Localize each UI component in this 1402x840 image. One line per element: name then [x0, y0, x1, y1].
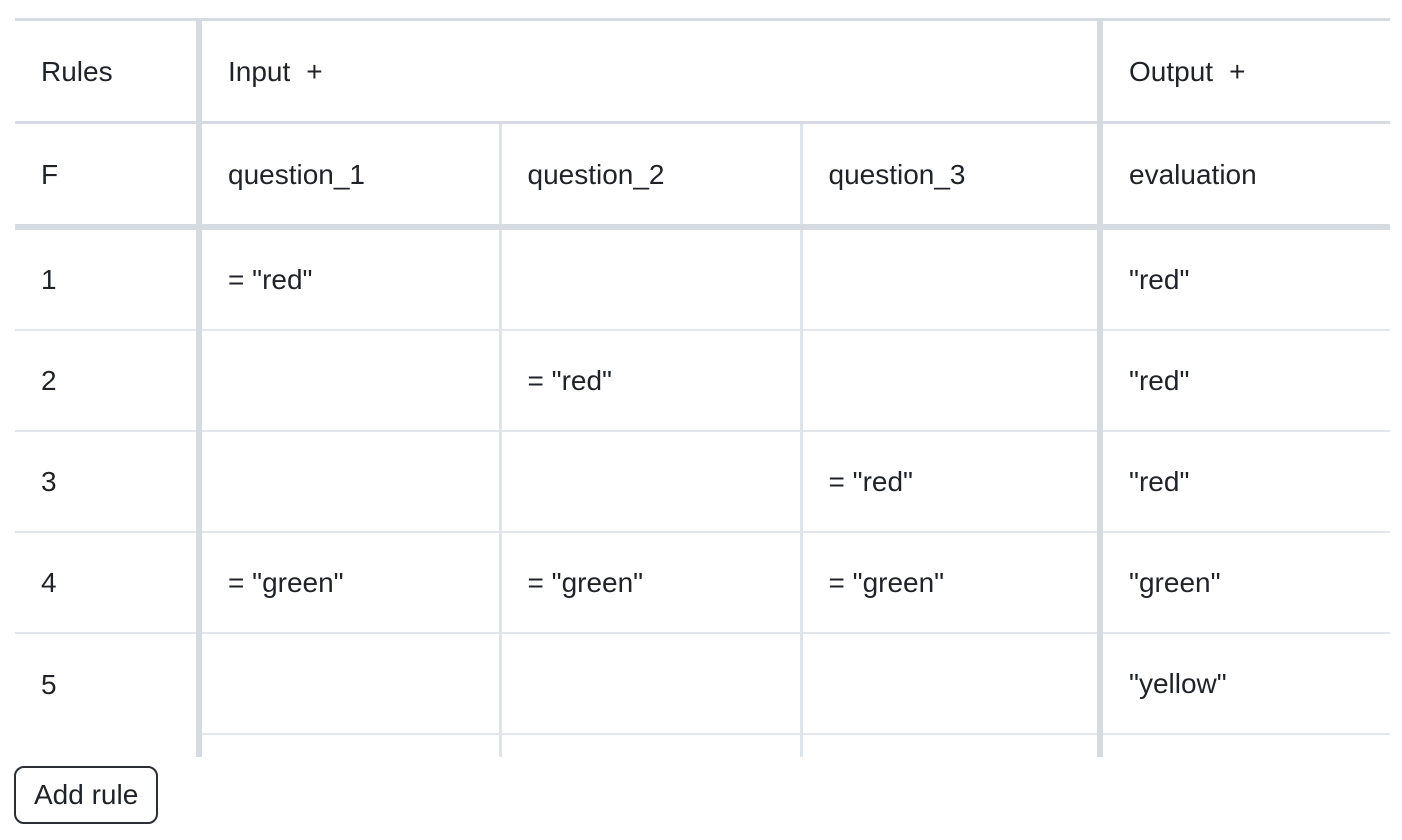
rule-cell-question-3[interactable] — [799, 227, 1101, 330]
rule-cell-question-3[interactable]: = "green" — [799, 531, 1101, 633]
rule-cell-question-3[interactable] — [799, 632, 1101, 734]
column-header-evaluation[interactable]: evaluation — [1097, 121, 1391, 230]
rules-header-label: Rules — [15, 18, 199, 123]
column-header-question-1[interactable]: question_1 — [196, 121, 500, 230]
column-header-question-2[interactable]: question_2 — [498, 121, 801, 230]
rule-cell-question-2[interactable] — [498, 632, 801, 734]
table-row: 4 = "green" = "green" = "green" "green" — [15, 531, 1391, 633]
rule-cell-question-2[interactable] — [498, 227, 801, 330]
rule-cell-evaluation[interactable]: "green" — [1097, 531, 1391, 633]
grid-tail-question-3 — [799, 733, 1101, 757]
output-group-label: Output — [1129, 55, 1214, 87]
rule-index-cell[interactable]: 5 — [15, 632, 199, 734]
rule-cell-question-2[interactable]: = "green" — [498, 531, 801, 633]
rule-cell-evaluation[interactable]: "red" — [1097, 430, 1391, 532]
rule-cell-question-3[interactable] — [799, 329, 1101, 431]
rule-cell-evaluation[interactable]: "red" — [1097, 329, 1391, 431]
rule-cell-question-1[interactable]: = "green" — [196, 531, 500, 633]
decision-table-container: Rules Input + Output + F question_1 questi… — [15, 18, 1391, 757]
rule-cell-question-1[interactable] — [196, 430, 500, 532]
table-grid-tail — [15, 733, 1391, 757]
table-row: 3 = "red" "red" — [15, 430, 1391, 532]
table-row: 1 = "red" "red" — [15, 227, 1391, 330]
add-output-column-icon[interactable]: + — [1229, 55, 1246, 87]
rule-cell-evaluation[interactable]: "yellow" — [1097, 632, 1391, 734]
rule-cell-question-2[interactable]: = "red" — [498, 329, 801, 431]
grid-tail-rules — [15, 734, 199, 757]
hit-policy-cell[interactable]: F — [15, 121, 199, 230]
rule-cell-question-1[interactable] — [196, 632, 500, 734]
rule-cell-question-1[interactable] — [196, 329, 500, 431]
group-header-row: Rules Input + Output + — [15, 18, 1391, 123]
decision-table-body: 1 = "red" "red" 2 = "red" "red" 3 — [15, 227, 1391, 757]
column-header-question-3[interactable]: question_3 — [799, 121, 1101, 230]
input-group-label: Input — [228, 55, 291, 87]
decision-table: Rules Input + Output + F question_1 questi… — [15, 18, 1391, 757]
rule-index-cell[interactable]: 2 — [15, 329, 199, 431]
column-name-row: F question_1 question_2 question_3 evalu… — [15, 121, 1391, 230]
rule-cell-question-2[interactable] — [498, 430, 801, 532]
input-group-header[interactable]: Input + — [195, 18, 1101, 123]
rule-index-cell[interactable]: 1 — [15, 227, 199, 330]
rule-index-cell[interactable]: 4 — [15, 531, 199, 633]
output-group-header[interactable]: Output + — [1097, 18, 1391, 123]
rule-cell-question-3[interactable]: = "red" — [799, 430, 1101, 532]
decision-table-head: Rules Input + Output + F question_1 questi… — [15, 18, 1391, 230]
rule-index-cell[interactable]: 3 — [15, 430, 199, 532]
table-row: 5 "yellow" — [15, 632, 1391, 734]
add-input-column-icon[interactable]: + — [306, 55, 323, 87]
grid-tail-question-2 — [498, 733, 801, 757]
table-row: 2 = "red" "red" — [15, 329, 1391, 431]
grid-tail-evaluation — [1097, 733, 1391, 757]
add-rule-button[interactable]: Add rule — [14, 766, 159, 824]
grid-tail-question-1 — [196, 733, 500, 757]
rule-cell-question-1[interactable]: = "red" — [196, 227, 500, 330]
rule-cell-evaluation[interactable]: "red" — [1097, 227, 1391, 330]
